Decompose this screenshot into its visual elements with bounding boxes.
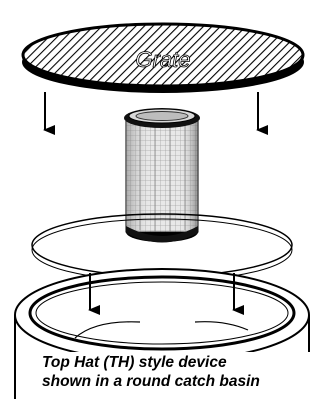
caption-line-1: Top Hat (TH) style device: [42, 354, 227, 371]
grate: Grate: [21, 22, 305, 93]
caption-line-2: shown in a round catch basin: [42, 373, 260, 390]
grate-label: Grate: [135, 47, 190, 72]
top-hat-filter: [124, 108, 200, 243]
grate-drop-arrows: [43, 92, 268, 135]
basin-drop-arrows: [88, 273, 244, 315]
